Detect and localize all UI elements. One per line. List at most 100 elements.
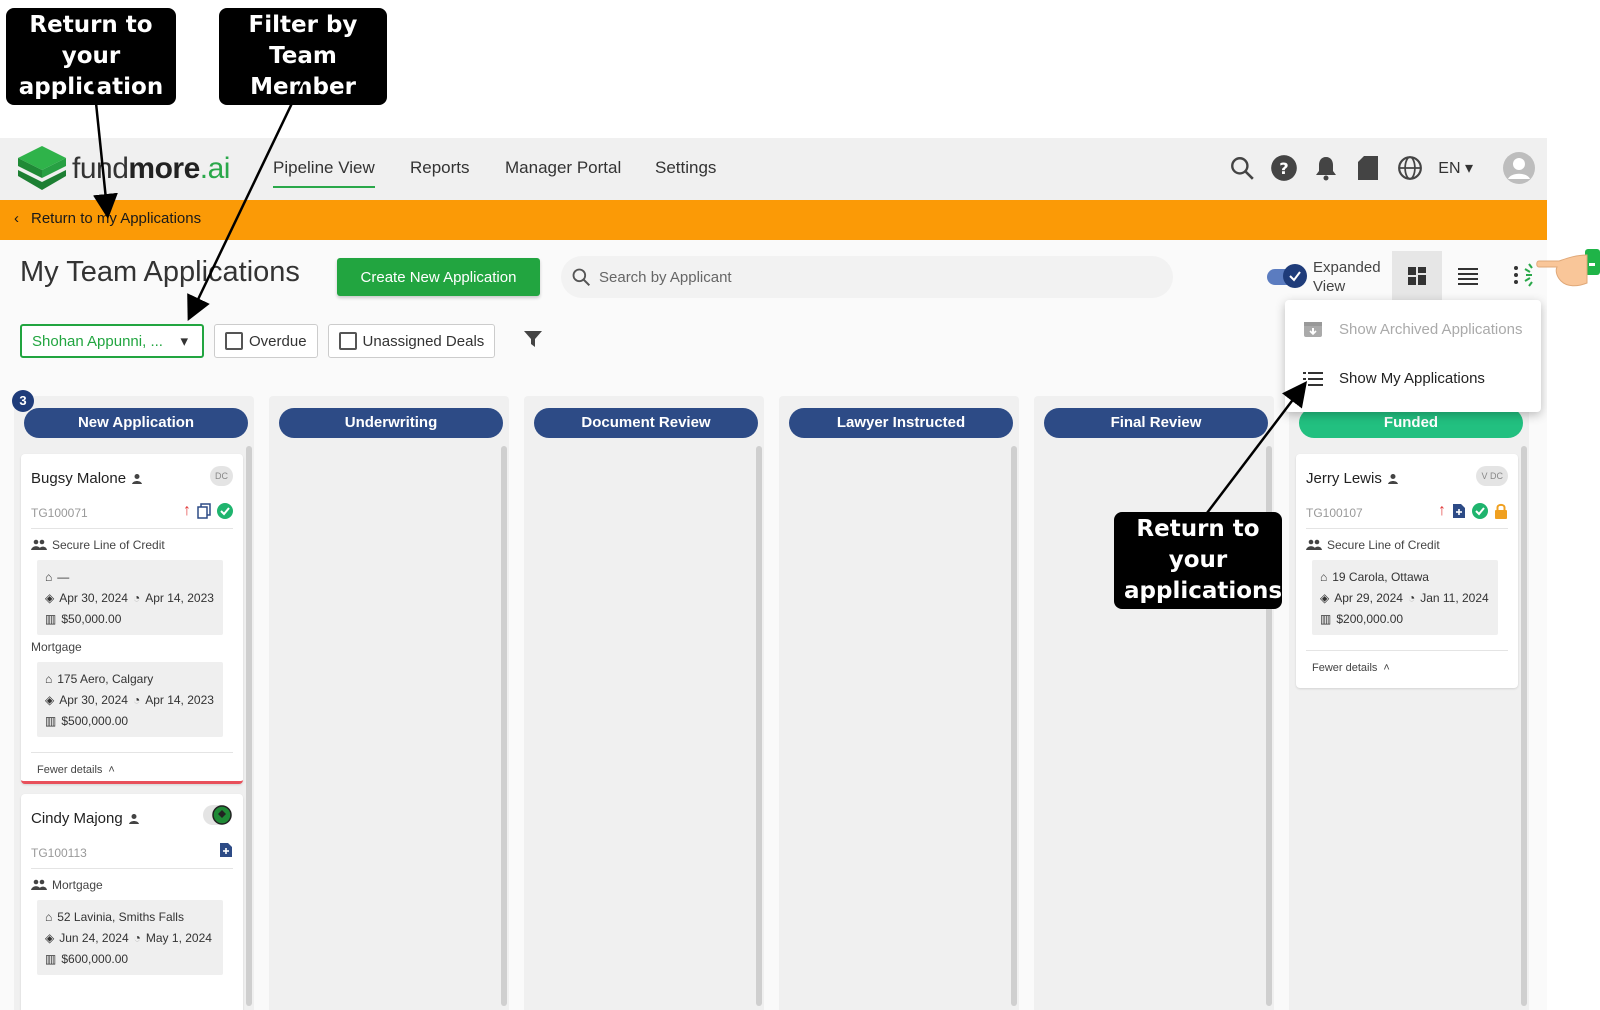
column-scrollbar[interactable] bbox=[1266, 446, 1272, 1006]
product-type: Secure Line of Credit bbox=[1306, 538, 1440, 552]
menu-item-show-archived[interactable]: Show Archived Applications bbox=[1303, 320, 1522, 338]
column-scrollbar[interactable] bbox=[501, 446, 507, 1006]
product-type: Secure Line of Credit bbox=[31, 538, 165, 552]
application-card-bugsy[interactable]: Bugsy Malone DC TG100071 ↑ Secure Line o… bbox=[21, 454, 243, 784]
nav-reports[interactable]: Reports bbox=[410, 158, 470, 177]
divider bbox=[31, 868, 233, 869]
column-header[interactable]: Final Review bbox=[1044, 408, 1268, 438]
fewer-details-toggle[interactable]: Fewer details˄ bbox=[37, 764, 115, 776]
caret-down-icon: ▾ bbox=[1464, 160, 1473, 177]
product-type: Mortgage bbox=[31, 640, 82, 654]
assignee-initials: V DC bbox=[1476, 466, 1508, 486]
overdue-checkbox[interactable]: Overdue bbox=[214, 324, 318, 358]
product-details: ⌂52 Lavinia, Smiths Falls ◈Jun 24, 2024◔… bbox=[37, 900, 223, 975]
document-add-icon bbox=[220, 843, 232, 857]
application-id: TG100107 bbox=[1306, 506, 1363, 520]
column-header[interactable]: New Application bbox=[24, 408, 248, 438]
return-to-my-applications-link[interactable]: ‹ Return to my Applications bbox=[14, 210, 201, 227]
product-details: ⌂— ◈Apr 30, 2024◔Apr 14, 2023 ▥$50,000.0… bbox=[37, 560, 223, 635]
globe-icon[interactable] bbox=[1396, 154, 1424, 182]
application-card-cindy[interactable]: Cindy Majong TG100113 Mortgage ⌂52 Lavin… bbox=[21, 794, 243, 1010]
tag-icon: ◈ bbox=[1320, 590, 1330, 605]
divider bbox=[31, 752, 233, 753]
menu-item-show-my-applications[interactable]: Show My Applications bbox=[1303, 370, 1485, 387]
applicant-name[interactable]: Cindy Majong bbox=[31, 810, 140, 827]
bank-icon: ▥ bbox=[45, 713, 57, 728]
callout-line: application bbox=[18, 74, 164, 100]
column-scrollbar[interactable] bbox=[1521, 446, 1527, 1006]
column-header[interactable]: Underwriting bbox=[279, 408, 503, 438]
language-selector[interactable]: EN ▾ bbox=[1438, 158, 1473, 178]
document-add-icon bbox=[1453, 504, 1465, 518]
logo-icon bbox=[18, 146, 66, 190]
priority-up-icon: ↑ bbox=[183, 502, 191, 519]
timer-icon: ◔ bbox=[132, 692, 141, 707]
help-icon[interactable]: ? bbox=[1270, 154, 1298, 182]
return-link-label: Return to my Applications bbox=[31, 210, 202, 227]
unassigned-deals-checkbox[interactable]: Unassigned Deals bbox=[327, 324, 496, 358]
chevron-up-icon: ˄ bbox=[108, 764, 115, 776]
check-icon bbox=[1283, 264, 1307, 288]
vertical-dots-icon bbox=[1514, 263, 1533, 287]
nav-manager-portal[interactable]: Manager Portal bbox=[505, 158, 622, 177]
divider bbox=[1306, 650, 1508, 651]
callout-line: Member bbox=[250, 74, 356, 100]
top-navigation: fundmore.ai Pipeline View Reports Manage… bbox=[0, 138, 1547, 200]
fewer-details-toggle[interactable]: Fewer details˄ bbox=[1312, 662, 1390, 674]
callout-line: Return to your bbox=[1136, 516, 1260, 573]
caret-down-icon: ▾ bbox=[180, 333, 188, 350]
column-scrollbar[interactable] bbox=[756, 446, 762, 1006]
unassigned-label: Unassigned Deals bbox=[362, 332, 485, 350]
column-scrollbar[interactable] bbox=[1011, 446, 1017, 1006]
product-details: ⌂19 Carola, Ottawa ◈Apr 29, 2024◔Jan 11,… bbox=[1312, 560, 1498, 635]
column-header[interactable]: Document Review bbox=[534, 408, 758, 438]
chevron-up-icon: ˄ bbox=[1383, 662, 1390, 674]
search-bar[interactable] bbox=[561, 256, 1173, 298]
user-avatar-icon[interactable] bbox=[1501, 150, 1537, 186]
nav-pipeline-view[interactable]: Pipeline View bbox=[273, 158, 375, 188]
page-title: My Team Applications bbox=[20, 256, 300, 288]
home-icon: ⌂ bbox=[45, 569, 53, 584]
column-lawyer-instructed: Lawyer Instructed bbox=[779, 396, 1019, 1010]
timer-icon: ◔ bbox=[132, 590, 141, 605]
column-header[interactable]: Lawyer Instructed bbox=[789, 408, 1013, 438]
archive-icon bbox=[1304, 322, 1322, 337]
logo-text: fundmore.ai bbox=[72, 152, 230, 185]
column-underwriting: Underwriting bbox=[269, 396, 509, 1010]
person-icon bbox=[1387, 473, 1398, 484]
callout-return-app: Return to your application bbox=[6, 8, 176, 105]
fundmore-logo[interactable]: fundmore.ai bbox=[16, 144, 230, 194]
tag-icon: ◈ bbox=[45, 692, 55, 707]
toggle-switch[interactable] bbox=[1267, 264, 1307, 288]
tag-icon: ◈ bbox=[45, 930, 55, 945]
column-count-badge: 3 bbox=[12, 390, 34, 412]
timer-icon: ◔ bbox=[1407, 590, 1416, 605]
application-window: fundmore.ai Pipeline View Reports Manage… bbox=[0, 138, 1547, 1010]
search-icon bbox=[572, 268, 591, 287]
team-member-select[interactable]: Shohan Appunni, ... ▾ bbox=[20, 324, 204, 358]
copy-document-icon bbox=[197, 503, 211, 519]
create-new-application-button[interactable]: Create New Application bbox=[337, 258, 540, 296]
document-icon[interactable] bbox=[1354, 154, 1382, 182]
callout-filter-team: Filter by Team Member bbox=[219, 8, 387, 105]
list-icon bbox=[1303, 371, 1323, 386]
applicant-name[interactable]: Jerry Lewis bbox=[1306, 470, 1399, 487]
column-header[interactable]: Funded bbox=[1299, 408, 1523, 438]
priority-up-icon: ↑ bbox=[1438, 502, 1446, 519]
home-icon: ⌂ bbox=[45, 671, 53, 686]
search-icon[interactable] bbox=[1228, 154, 1256, 182]
search-input[interactable] bbox=[599, 268, 1139, 286]
filter-icon[interactable] bbox=[523, 330, 543, 353]
grid-view-button[interactable] bbox=[1392, 251, 1442, 301]
home-icon: ⌂ bbox=[1320, 569, 1328, 584]
lock-icon bbox=[1495, 503, 1507, 519]
person-icon bbox=[132, 473, 143, 484]
application-card-jerry[interactable]: Jerry Lewis V DC TG100107 ↑ Secure Line … bbox=[1296, 454, 1518, 688]
bell-icon[interactable] bbox=[1312, 154, 1340, 182]
applicant-name[interactable]: Bugsy Malone bbox=[31, 470, 143, 487]
nav-settings[interactable]: Settings bbox=[655, 158, 717, 177]
column-scrollbar[interactable] bbox=[246, 446, 252, 1006]
list-view-button[interactable] bbox=[1443, 251, 1493, 301]
more-options-button[interactable] bbox=[1510, 261, 1540, 291]
